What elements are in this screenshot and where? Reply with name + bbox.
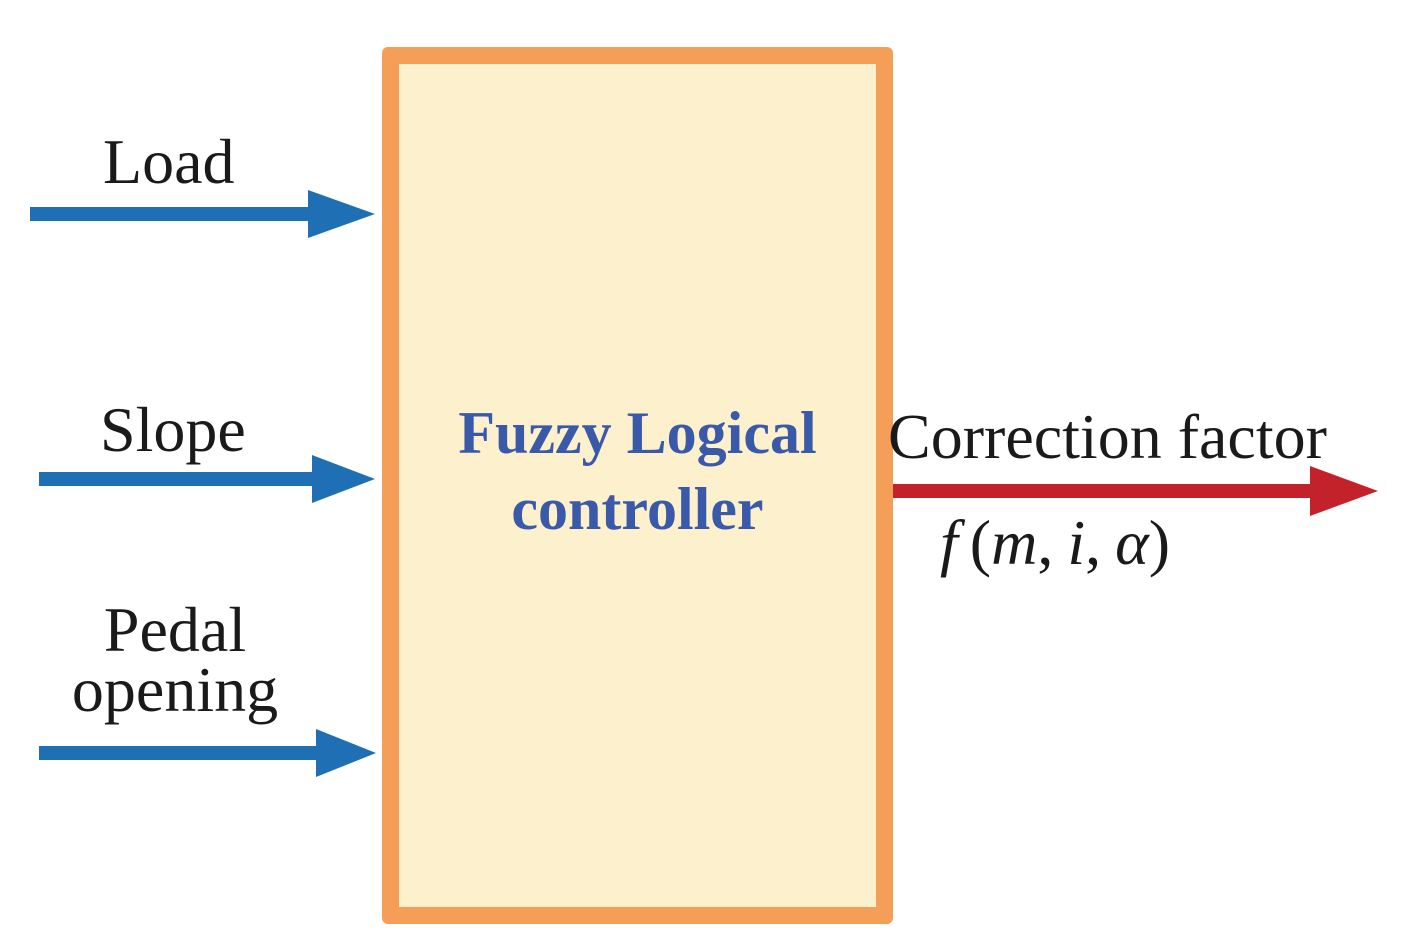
formula-close-paren: ) [1148, 507, 1170, 578]
pedal-label-line1: Pedal [103, 594, 247, 665]
formula-sep2: , [1085, 507, 1102, 578]
load-input-arrow [30, 190, 375, 238]
formula-func: f [940, 507, 958, 578]
pedal-opening-input-arrow [39, 729, 376, 777]
controller-title-line2: controller [511, 476, 764, 542]
correction-factor-output-arrow [876, 466, 1378, 516]
controller-title-line1: Fuzzy Logical [458, 400, 817, 466]
formula-arg-i: i [1067, 507, 1086, 578]
formula-open-paren: ( [969, 507, 992, 578]
formula-arg-alpha: α [1115, 507, 1149, 578]
formula-sep1: , [1037, 507, 1054, 578]
correction-factor-formula: f(m,i,α) [940, 508, 1170, 578]
slope-input-arrow [39, 455, 375, 503]
pedal-opening-label: Pedal opening [40, 598, 310, 722]
slope-label: Slope [100, 394, 246, 465]
load-label: Load [103, 126, 235, 197]
controller-title: Fuzzy Logical controller [382, 395, 893, 547]
formula-arg-m: m [991, 507, 1038, 578]
fuzzy-logical-controller-block [382, 47, 893, 924]
pedal-label-line2: opening [71, 654, 279, 725]
correction-factor-label: Correction factor [888, 401, 1327, 472]
